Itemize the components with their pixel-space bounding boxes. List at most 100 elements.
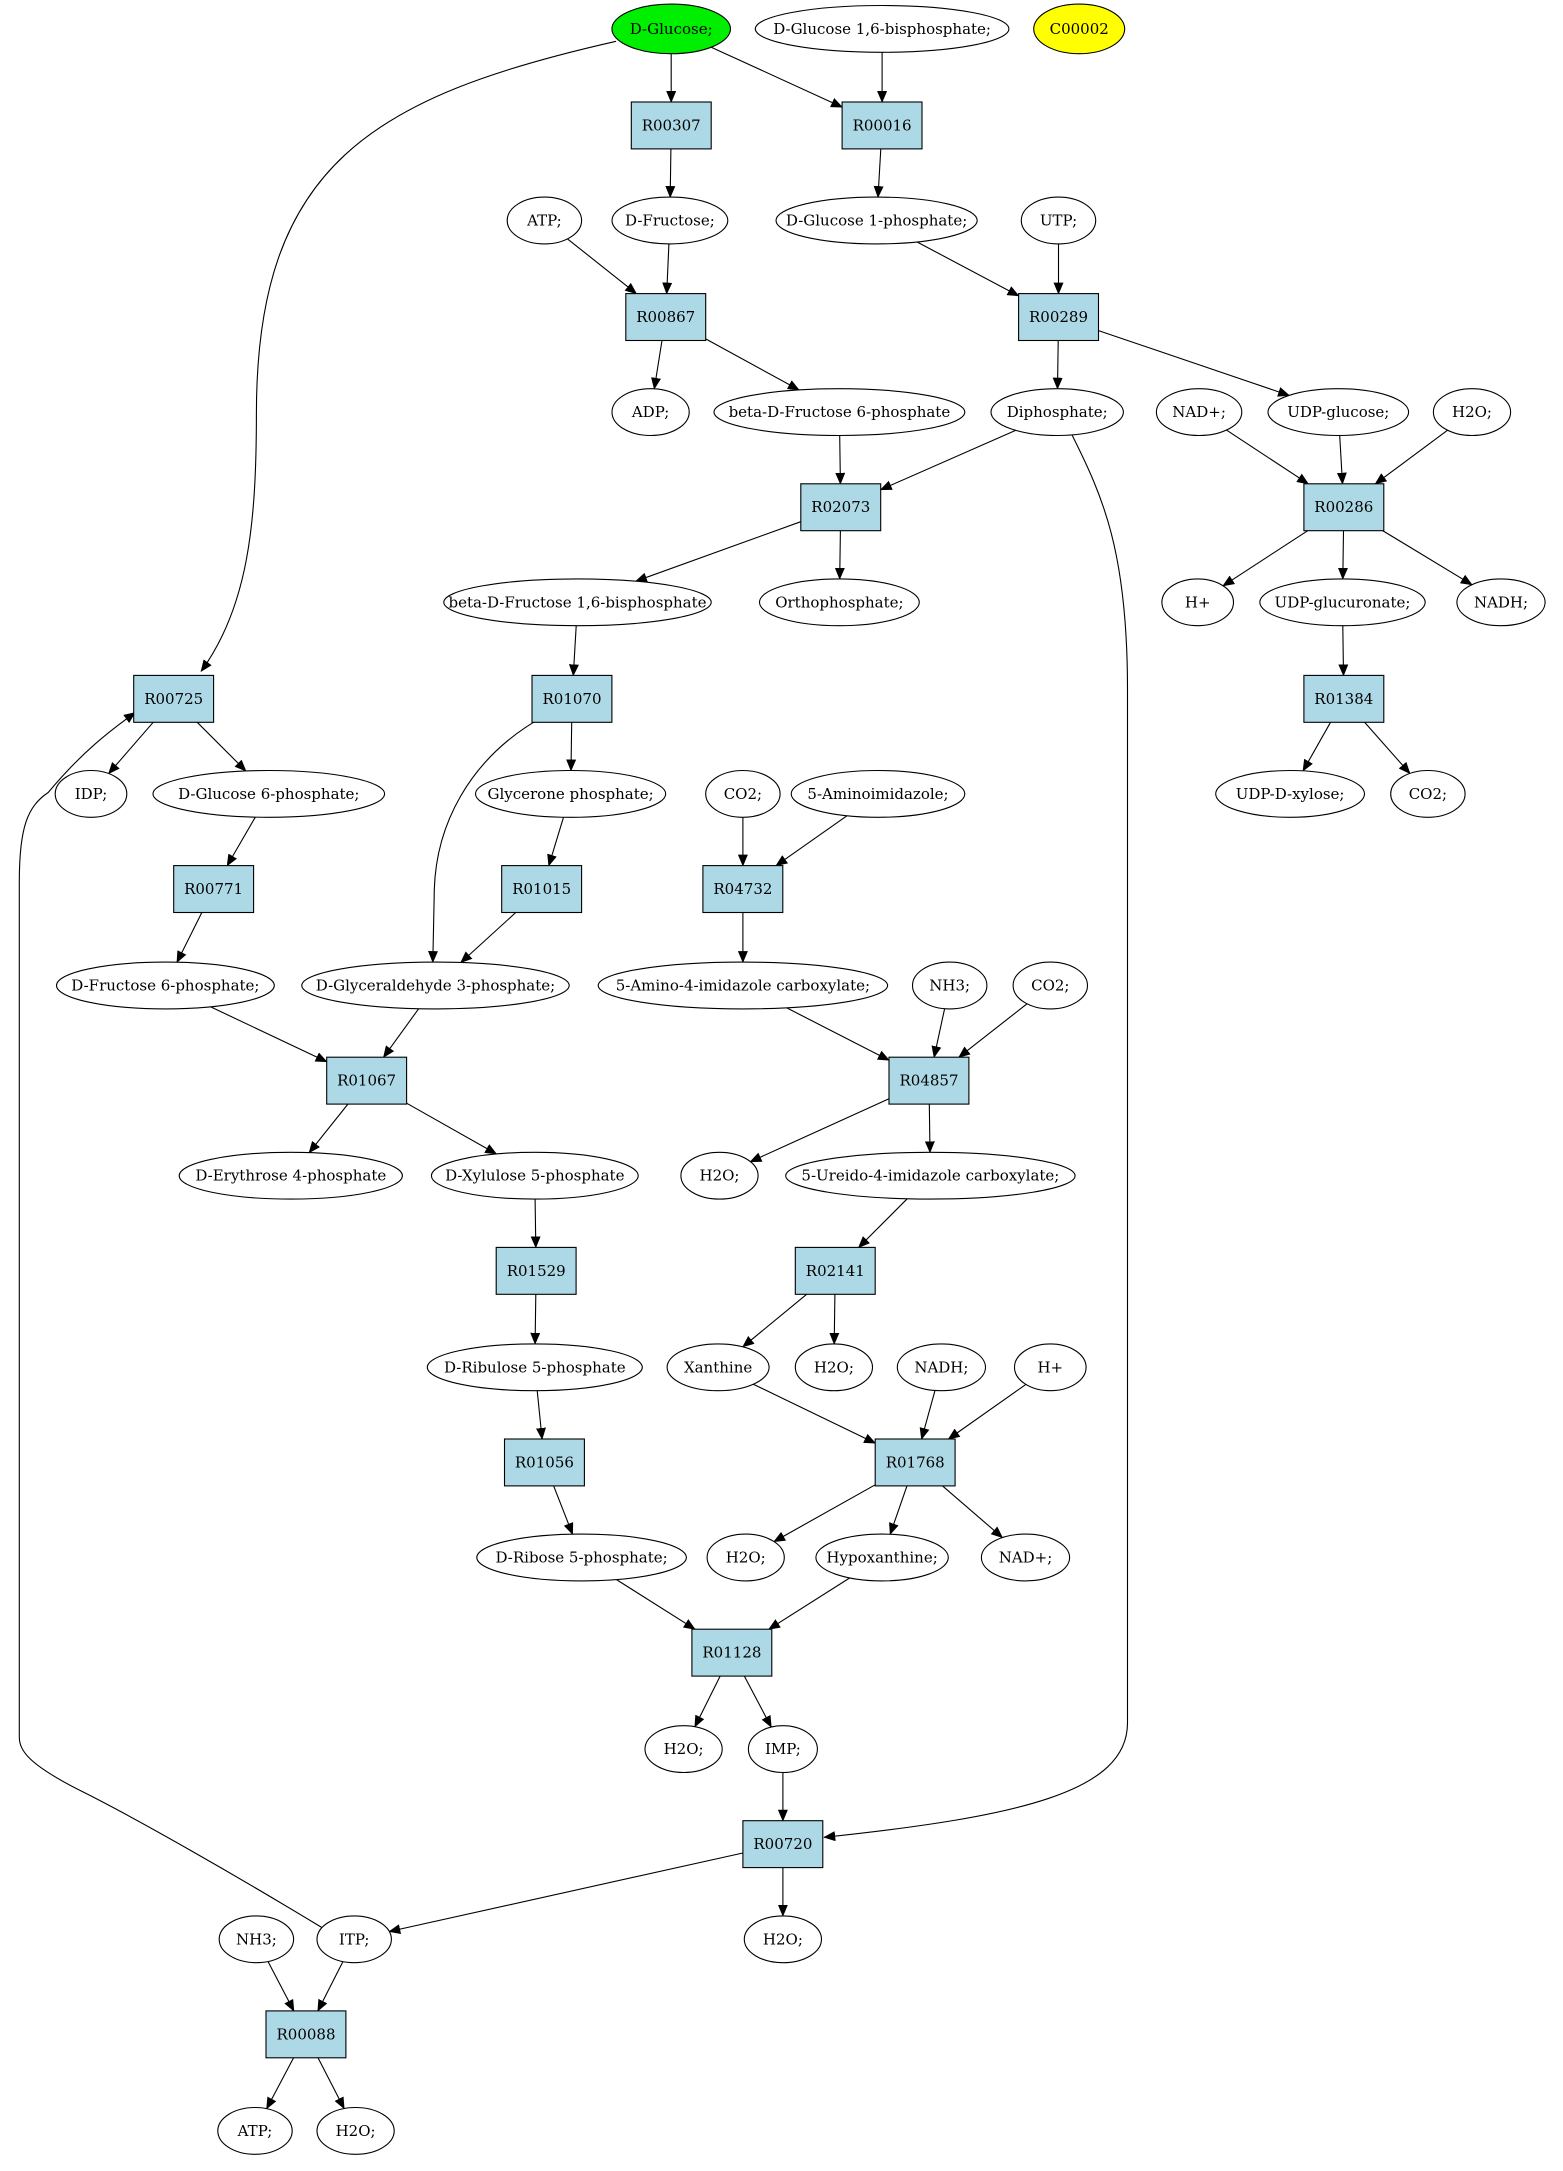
metabolite-node-d-ribulose-5-phosphate[interactable]: D-Ribulose 5-phosphate (426, 1343, 643, 1392)
reaction-shape (794, 1246, 876, 1295)
metabolite-node-h2o[interactable]: H2O; (794, 1343, 874, 1392)
reaction-shape (888, 1056, 970, 1105)
metabolite-node-co2[interactable]: CO2; (1012, 961, 1089, 1010)
metabolite-shape (506, 196, 583, 245)
metabolite-node-nadh[interactable]: NADH; (1456, 578, 1546, 627)
metabolite-node-5-amino-4-imidazole-carboxylate[interactable]: 5-Amino-4-imidazole carboxylate; (597, 961, 889, 1010)
metabolite-shape (1390, 769, 1466, 818)
metabolite-node-5-aminoimidazole[interactable]: 5-Aminoimidazole; (790, 769, 966, 818)
reaction-node-r01768[interactable]: R01768 (874, 1438, 956, 1487)
metabolite-node-h2o[interactable]: H2O; (680, 1151, 759, 1200)
edge-g6p-to-r00771 (226, 816, 256, 867)
metabolite-node-utp[interactable]: UTP; (1020, 196, 1097, 245)
metabolite-node-d-glucose-1-phosphate[interactable]: D-Glucose 1-phosphate; (775, 196, 978, 245)
metabolite-node-h2o[interactable]: H2O; (316, 2106, 395, 2155)
metabolite-node-h[interactable]: H+ (1013, 1343, 1087, 1392)
edge-r01067-to-xu5p (406, 1102, 498, 1155)
metabolite-shape (1215, 769, 1366, 818)
metabolite-node-h2o[interactable]: H2O; (644, 1725, 723, 1774)
reaction-shape (625, 293, 707, 342)
metabolite-node-adp[interactable]: ADP; (611, 388, 690, 437)
metabolite-node-co2[interactable]: CO2; (1390, 769, 1466, 818)
metabolite-shape (747, 1725, 818, 1774)
metabolite-node-atp[interactable]: ATP; (217, 2106, 293, 2155)
reaction-node-r01384[interactable]: R01384 (1303, 674, 1385, 723)
metabolite-node-c00002[interactable]: C00002 (1033, 3, 1126, 55)
metabolite-node-nh3[interactable]: NH3; (218, 1915, 295, 1964)
reaction-node-r01128[interactable]: R01128 (691, 1628, 773, 1677)
metabolite-node-h2o[interactable]: H2O; (743, 1915, 823, 1964)
reaction-node-r00307[interactable]: R00307 (630, 101, 712, 150)
metabolite-node-d-glucose-6-phosphate[interactable]: D-Glucose 6-phosphate; (152, 769, 386, 818)
metabolite-shape (794, 1343, 874, 1392)
reaction-node-r00867[interactable]: R00867 (625, 293, 707, 342)
metabolite-node-beta-d-fructose-1-6-bisphosphate[interactable]: beta-D-Fructose 1,6-bisphosphate (443, 578, 712, 627)
reaction-node-r00771[interactable]: R00771 (173, 865, 255, 914)
reaction-node-r04732[interactable]: R04732 (702, 865, 784, 914)
metabolite-node-beta-d-fructose-6-phosphate[interactable]: beta-D-Fructose 6-phosphate (713, 388, 966, 437)
edge-r01384-to-co2-b (1364, 721, 1411, 775)
metabolite-shape (316, 2106, 395, 2155)
metabolite-label: ADP; (631, 403, 669, 421)
metabolite-node-d-ribose-5-phosphate[interactable]: D-Ribose 5-phosphate; (476, 1533, 687, 1582)
reaction-node-r01015[interactable]: R01015 (501, 865, 583, 914)
metabolite-label: D-Fructose; (625, 212, 715, 230)
metabolite-node-d-fructose-6-phosphate[interactable]: D-Fructose 6-phosphate; (55, 961, 275, 1010)
reaction-node-r00016[interactable]: R00016 (841, 101, 923, 150)
metabolite-node-udp-glucose[interactable]: UDP-glucose; (1267, 388, 1410, 437)
metabolite-node-udp-d-xylose[interactable]: UDP-D-xylose; (1215, 769, 1366, 818)
edge-r00725-to-idp (108, 721, 154, 775)
reaction-node-r00286[interactable]: R00286 (1303, 483, 1385, 532)
metabolite-node-hypoxanthine[interactable]: Hypoxanthine; (815, 1533, 949, 1582)
reaction-label: R00867 (636, 308, 695, 326)
metabolite-node-nh3[interactable]: NH3; (911, 961, 988, 1010)
reaction-node-r00725[interactable]: R00725 (133, 674, 215, 723)
edge-r02073-to-orthophos (834, 530, 845, 580)
reaction-node-r01529[interactable]: R01529 (495, 1246, 577, 1295)
edge-nadp1-to-r00286 (1226, 429, 1310, 485)
reaction-node-r00289[interactable]: R00289 (1018, 293, 1100, 342)
metabolite-node-5-ureido-4-imidazole-carboxylate[interactable]: 5-Ureido-4-imidazole carboxylate; (785, 1151, 1076, 1200)
metabolite-node-orthophosphate[interactable]: Orthophosphate; (758, 578, 920, 627)
edge-bf16bp-to-r01070 (568, 625, 579, 677)
reaction-label: R01067 (337, 1072, 396, 1090)
metabolite-node-nadh[interactable]: NADH; (896, 1343, 987, 1392)
reaction-node-r01067[interactable]: R01067 (326, 1056, 408, 1105)
metabolite-shape (597, 961, 889, 1010)
metabolite-node-d-glyceraldehyde-3-phosphate[interactable]: D-Glyceraldehyde 3-phosphate; (301, 961, 570, 1010)
metabolite-label: Hypoxanthine; (826, 1549, 937, 1567)
metabolite-node-diphosphate[interactable]: Diphosphate; (990, 388, 1124, 437)
metabolite-node-glycerone-phosphate[interactable]: Glycerone phosphate; (474, 769, 667, 818)
edge-r00771-to-f6p (176, 912, 203, 964)
metabolite-node-nad[interactable]: NAD+; (1155, 388, 1243, 437)
reaction-node-r00720[interactable]: R00720 (742, 1820, 824, 1869)
metabolite-node-co2[interactable]: CO2; (705, 769, 781, 818)
reaction-shape (133, 674, 215, 723)
metabolite-node-d-xylulose-5-phosphate[interactable]: D-Xylulose 5-phosphate (430, 1151, 639, 1200)
reaction-node-r01070[interactable]: R01070 (531, 674, 613, 723)
reaction-node-r01056[interactable]: R01056 (503, 1438, 585, 1487)
metabolite-node-d-erythrose-4-phosphate[interactable]: D-Erythrose 4-phosphate (178, 1151, 403, 1200)
reaction-node-r04857[interactable]: R04857 (888, 1056, 970, 1105)
metabolite-shape (55, 961, 275, 1010)
reaction-node-r00088[interactable]: R00088 (265, 2010, 347, 2059)
metabolite-shape (705, 769, 781, 818)
edge-r02141-to-xanthine (742, 1293, 808, 1348)
metabolite-node-d-glucose-1-6-bisphosphate[interactable]: D-Glucose 1,6-bisphosphate; (754, 4, 1010, 53)
metabolite-node-d-glucose[interactable]: D-Glucose; (611, 3, 732, 55)
reaction-node-r02073[interactable]: R02073 (800, 483, 882, 532)
metabolite-node-udp-glucuronate[interactable]: UDP-glucuronate; (1259, 578, 1426, 627)
reaction-label: R02073 (811, 498, 870, 516)
metabolite-node-xanthine[interactable]: Xanthine (666, 1343, 770, 1392)
metabolite-node-atp[interactable]: ATP; (506, 196, 583, 245)
metabolite-node-idp[interactable]: IDP; (54, 769, 128, 818)
reaction-node-r02141[interactable]: R02141 (794, 1246, 876, 1295)
metabolite-node-nad[interactable]: NAD+; (980, 1533, 1071, 1582)
metabolite-node-h2o[interactable]: H2O; (706, 1533, 785, 1582)
metabolite-node-h[interactable]: H+ (1161, 578, 1235, 627)
metabolite-shape (815, 1533, 949, 1582)
metabolite-node-h2o[interactable]: H2O; (1432, 388, 1512, 437)
metabolite-node-d-fructose[interactable]: D-Fructose; (611, 196, 729, 245)
metabolite-node-imp[interactable]: IMP; (747, 1725, 818, 1774)
metabolite-node-itp[interactable]: ITP; (316, 1915, 392, 1964)
